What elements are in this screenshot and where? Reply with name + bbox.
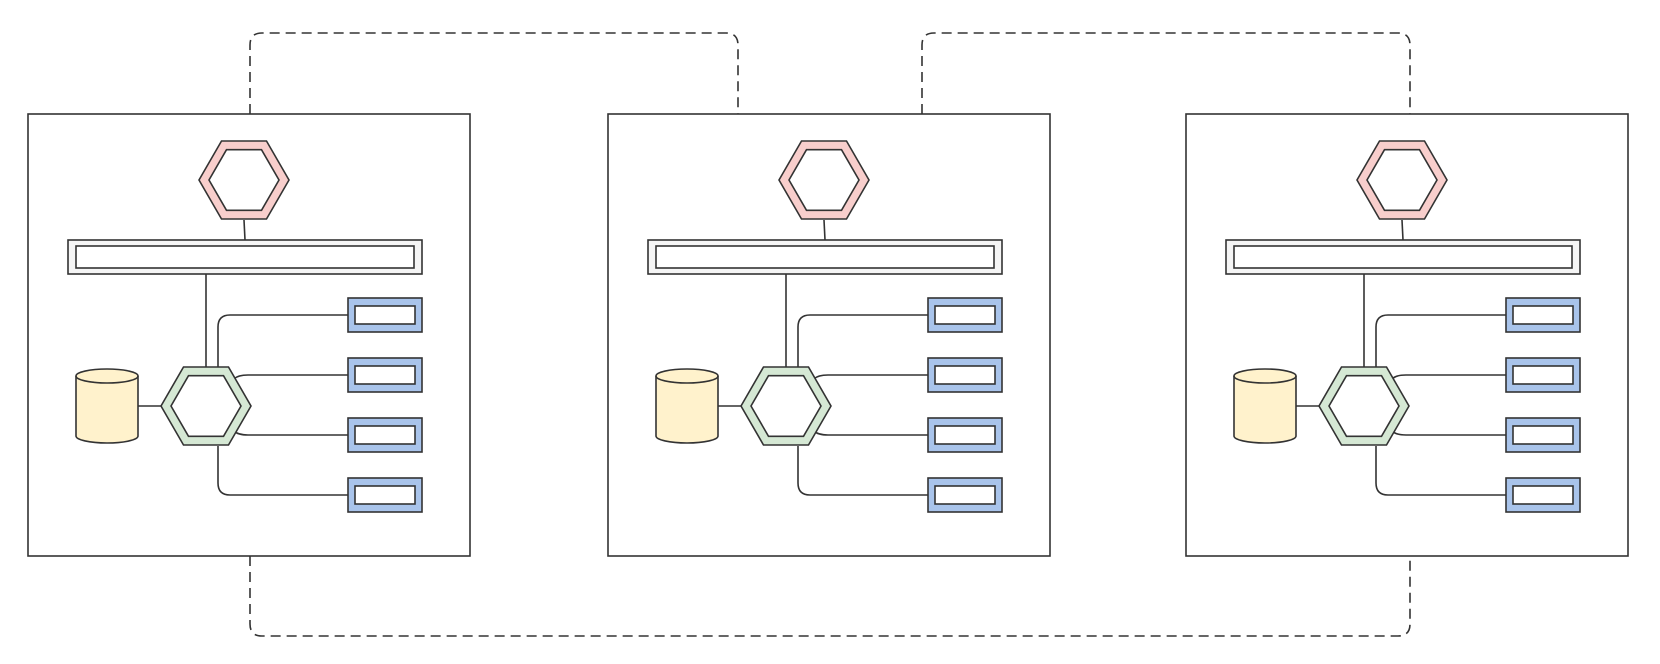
database-cylinder-rim bbox=[1233, 375, 1297, 384]
connector-line bbox=[1375, 446, 1506, 496]
database-cylinder-rim bbox=[75, 375, 139, 384]
dashed-link-2-3 bbox=[921, 32, 1411, 114]
green-hexagon-inner bbox=[170, 374, 242, 438]
endpoint-box-inner bbox=[354, 305, 416, 325]
endpoint-box-inner bbox=[934, 485, 996, 505]
red-hexagon-inner bbox=[208, 148, 280, 212]
endpoint-box-inner bbox=[1512, 305, 1574, 325]
endpoint-box-inner bbox=[1512, 365, 1574, 385]
endpoint-box-inner bbox=[354, 485, 416, 505]
connector-line bbox=[1391, 374, 1506, 380]
connector-line bbox=[233, 430, 348, 436]
database-cylinder bbox=[655, 368, 719, 444]
connector-line bbox=[797, 446, 928, 496]
dashed-link-1-2 bbox=[249, 32, 739, 114]
inter-module-links bbox=[249, 32, 1411, 637]
red-hexagon-inner bbox=[1366, 148, 1438, 212]
horizontal-bar-inner bbox=[655, 245, 995, 269]
horizontal-bar-inner bbox=[75, 245, 415, 269]
database-cylinder bbox=[1233, 368, 1297, 444]
connector-line bbox=[1401, 219, 1404, 241]
connector-line bbox=[813, 374, 928, 380]
connector-line bbox=[823, 219, 826, 241]
endpoint-box-inner bbox=[1512, 485, 1574, 505]
connector-line bbox=[217, 314, 348, 367]
module-1 bbox=[27, 113, 471, 557]
module-3 bbox=[1185, 113, 1629, 557]
database-cylinder-rim bbox=[655, 375, 719, 384]
endpoint-box-inner bbox=[1512, 425, 1574, 445]
connector-line bbox=[233, 374, 348, 380]
connector-line bbox=[1375, 314, 1506, 367]
connector-line bbox=[243, 219, 246, 241]
endpoint-box-inner bbox=[934, 425, 996, 445]
endpoint-box-inner bbox=[354, 425, 416, 445]
endpoint-box-inner bbox=[934, 365, 996, 385]
connector-line bbox=[797, 314, 928, 367]
green-hexagon-inner bbox=[1328, 374, 1400, 438]
module-frame bbox=[27, 113, 471, 557]
database-cylinder bbox=[75, 368, 139, 444]
connector-line bbox=[217, 446, 348, 496]
green-hexagon-inner bbox=[750, 374, 822, 438]
modules bbox=[27, 113, 1629, 557]
horizontal-bar-inner bbox=[1233, 245, 1573, 269]
endpoint-box-inner bbox=[354, 365, 416, 385]
connector-line bbox=[813, 430, 928, 436]
module-frame bbox=[607, 113, 1051, 557]
endpoint-box-inner bbox=[934, 305, 996, 325]
red-hexagon-inner bbox=[788, 148, 860, 212]
module-frame bbox=[1185, 113, 1629, 557]
connector-line bbox=[1391, 430, 1506, 436]
dashed-link-1-3 bbox=[249, 556, 1411, 637]
module-2 bbox=[607, 113, 1051, 557]
